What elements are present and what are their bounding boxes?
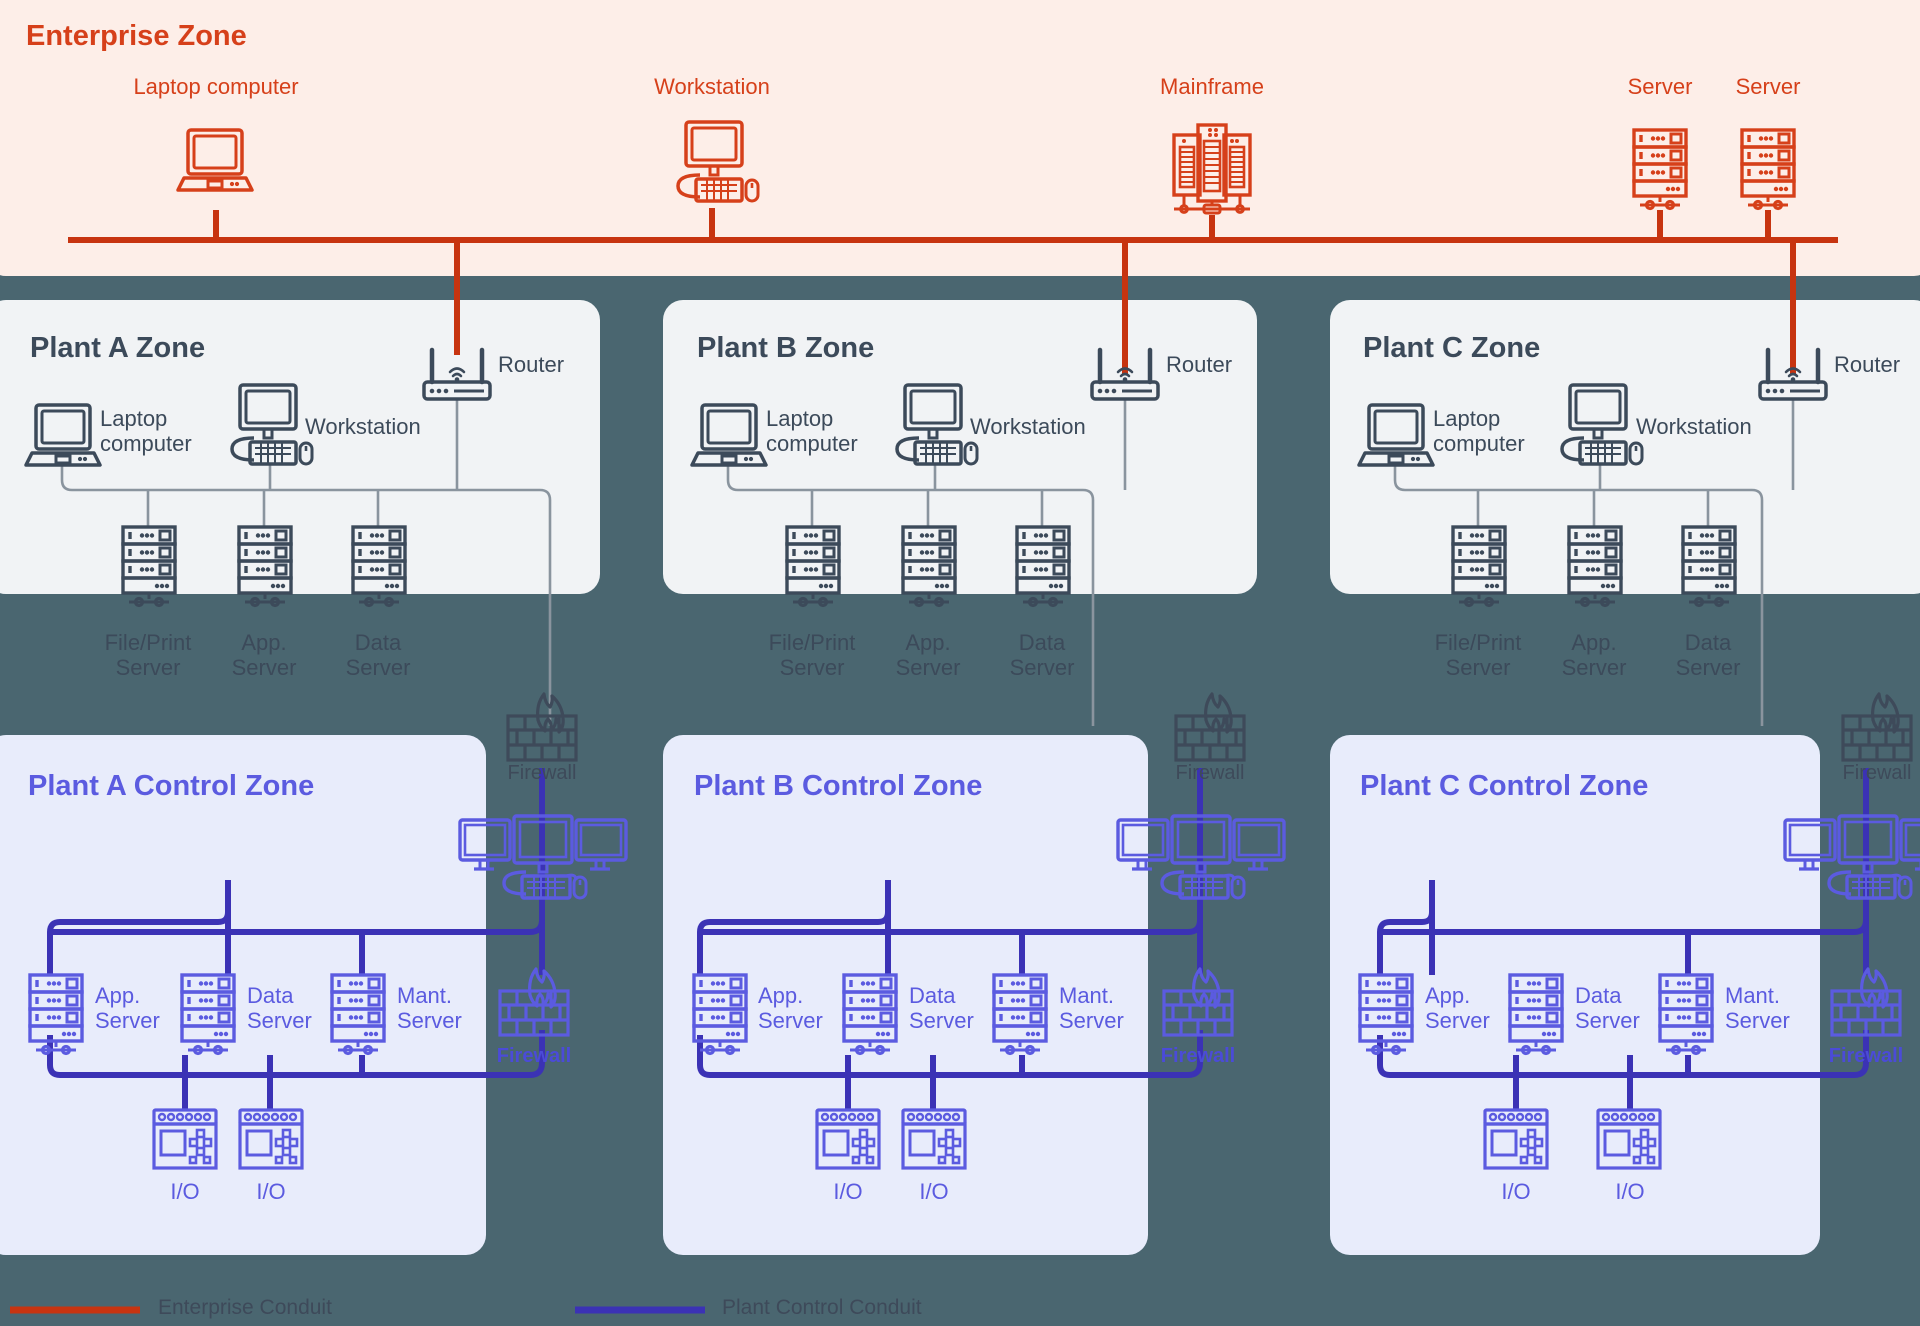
plant-c-server-label-0: File/Print Server	[1434, 630, 1522, 680]
enterprise-device-label-laptop: Laptop computer	[133, 74, 299, 99]
plant-a-laptop-label: Laptop computer	[100, 406, 192, 456]
plant-a-io-label-1: I/O	[256, 1179, 286, 1204]
plant-b-laptop-label: Laptop computer	[766, 406, 858, 456]
enterprise-zone-title: Enterprise Zone	[26, 20, 247, 52]
firewall-icon	[1162, 967, 1234, 1037]
enterprise-conduit-lines	[68, 208, 1838, 375]
legend-label-control-conduit: Plant Control Conduit	[722, 1296, 922, 1319]
plant-b-io-label-0: I/O	[833, 1179, 863, 1204]
plant-b-control-server-label-2: Mant. Server	[1059, 983, 1124, 1033]
plant-b-workstation-label: Workstation	[970, 414, 1086, 439]
firewall-icon	[498, 967, 570, 1037]
plant-c-control-zone-title: Plant C Control Zone	[1360, 770, 1649, 802]
firewall-icon	[1174, 692, 1246, 762]
plant-a-control-firewall-label: Firewall	[496, 1045, 572, 1067]
plant-c-router-label: Router	[1834, 352, 1901, 377]
plant-a-workstation-label: Workstation	[305, 414, 421, 439]
enterprise-device-label-server-1: Server	[1627, 74, 1693, 99]
plant-b-control-zone-panel	[663, 735, 1148, 1255]
firewall-icon	[1841, 692, 1913, 762]
legend-label-enterprise-conduit: Enterprise Conduit	[158, 1296, 332, 1319]
plant-c-control-zone-panel	[1330, 735, 1820, 1255]
plant-a-control-server-label-2: Mant. Server	[397, 983, 462, 1033]
plant-c-control-firewall-label: Firewall	[1828, 1045, 1904, 1067]
plant-b-zone-title: Plant B Zone	[697, 332, 875, 364]
plant-a-io-label-0: I/O	[170, 1179, 200, 1204]
enterprise-device-label-workstation: Workstation	[654, 74, 770, 99]
firewall-icon	[506, 692, 578, 762]
plant-c-server-label-2: Data Server	[1675, 630, 1741, 680]
plant-a-wiring	[60, 400, 552, 726]
enterprise-device-label-mainframe: Mainframe	[1160, 74, 1264, 99]
plant-c-control-server-label-2: Mant. Server	[1725, 983, 1790, 1033]
plant-a-zone-title: Plant A Zone	[30, 332, 206, 364]
plant-a-control-zone-title: Plant A Control Zone	[28, 770, 315, 802]
plant-b-server-label-0: File/Print Server	[768, 630, 856, 680]
plant-c-wiring	[1393, 400, 1795, 726]
plant-b-control-server-label-1: Data Server	[909, 983, 974, 1033]
plant-c-control-server-label-0: App. Server	[1425, 983, 1490, 1033]
enterprise-device-label-server-2: Server	[1735, 74, 1801, 99]
plant-c-upper-firewall-label: Firewall	[1842, 762, 1912, 784]
plant-b-control-server-label-0: App. Server	[758, 983, 823, 1033]
plant-a-router-label: Router	[498, 352, 565, 377]
plant-c-io-label-0: I/O	[1501, 1179, 1531, 1204]
plant-b-control-conduit	[697, 768, 1203, 1110]
enterprise-zone-panel	[0, 0, 1920, 276]
plant-b-server-label-1: App. Server	[895, 630, 961, 680]
plant-c-control-server-label-1: Data Server	[1575, 983, 1640, 1033]
plant-a-server-label-2: Data Server	[345, 630, 411, 680]
plant-b-router-label: Router	[1166, 352, 1233, 377]
plant-b-upper-firewall-label: Firewall	[1175, 762, 1245, 784]
plant-b-control-zone-title: Plant B Control Zone	[694, 770, 983, 802]
plant-b-server-label-2: Data Server	[1009, 630, 1075, 680]
plant-a-control-zone-panel	[0, 735, 486, 1255]
plant-b-control-firewall-label: Firewall	[1160, 1045, 1236, 1067]
plant-c-zone-title: Plant C Zone	[1363, 332, 1541, 364]
plant-c-laptop-label: Laptop computer	[1433, 406, 1525, 456]
firewall-icon	[1830, 967, 1902, 1037]
plant-c-workstation-label: Workstation	[1636, 414, 1752, 439]
plant-a-upper-firewall-label: Firewall	[507, 762, 577, 784]
plant-a-control-server-label-1: Data Server	[247, 983, 312, 1033]
plant-a-server-label-0: File/Print Server	[104, 630, 192, 680]
plant-b-io-label-1: I/O	[919, 1179, 949, 1204]
plant-b-wiring	[726, 400, 1127, 726]
plant-a-control-server-label-0: App. Server	[95, 983, 160, 1033]
plant-c-io-label-1: I/O	[1615, 1179, 1645, 1204]
plant-a-server-label-1: App. Server	[231, 630, 297, 680]
plant-c-server-label-1: App. Server	[1561, 630, 1627, 680]
